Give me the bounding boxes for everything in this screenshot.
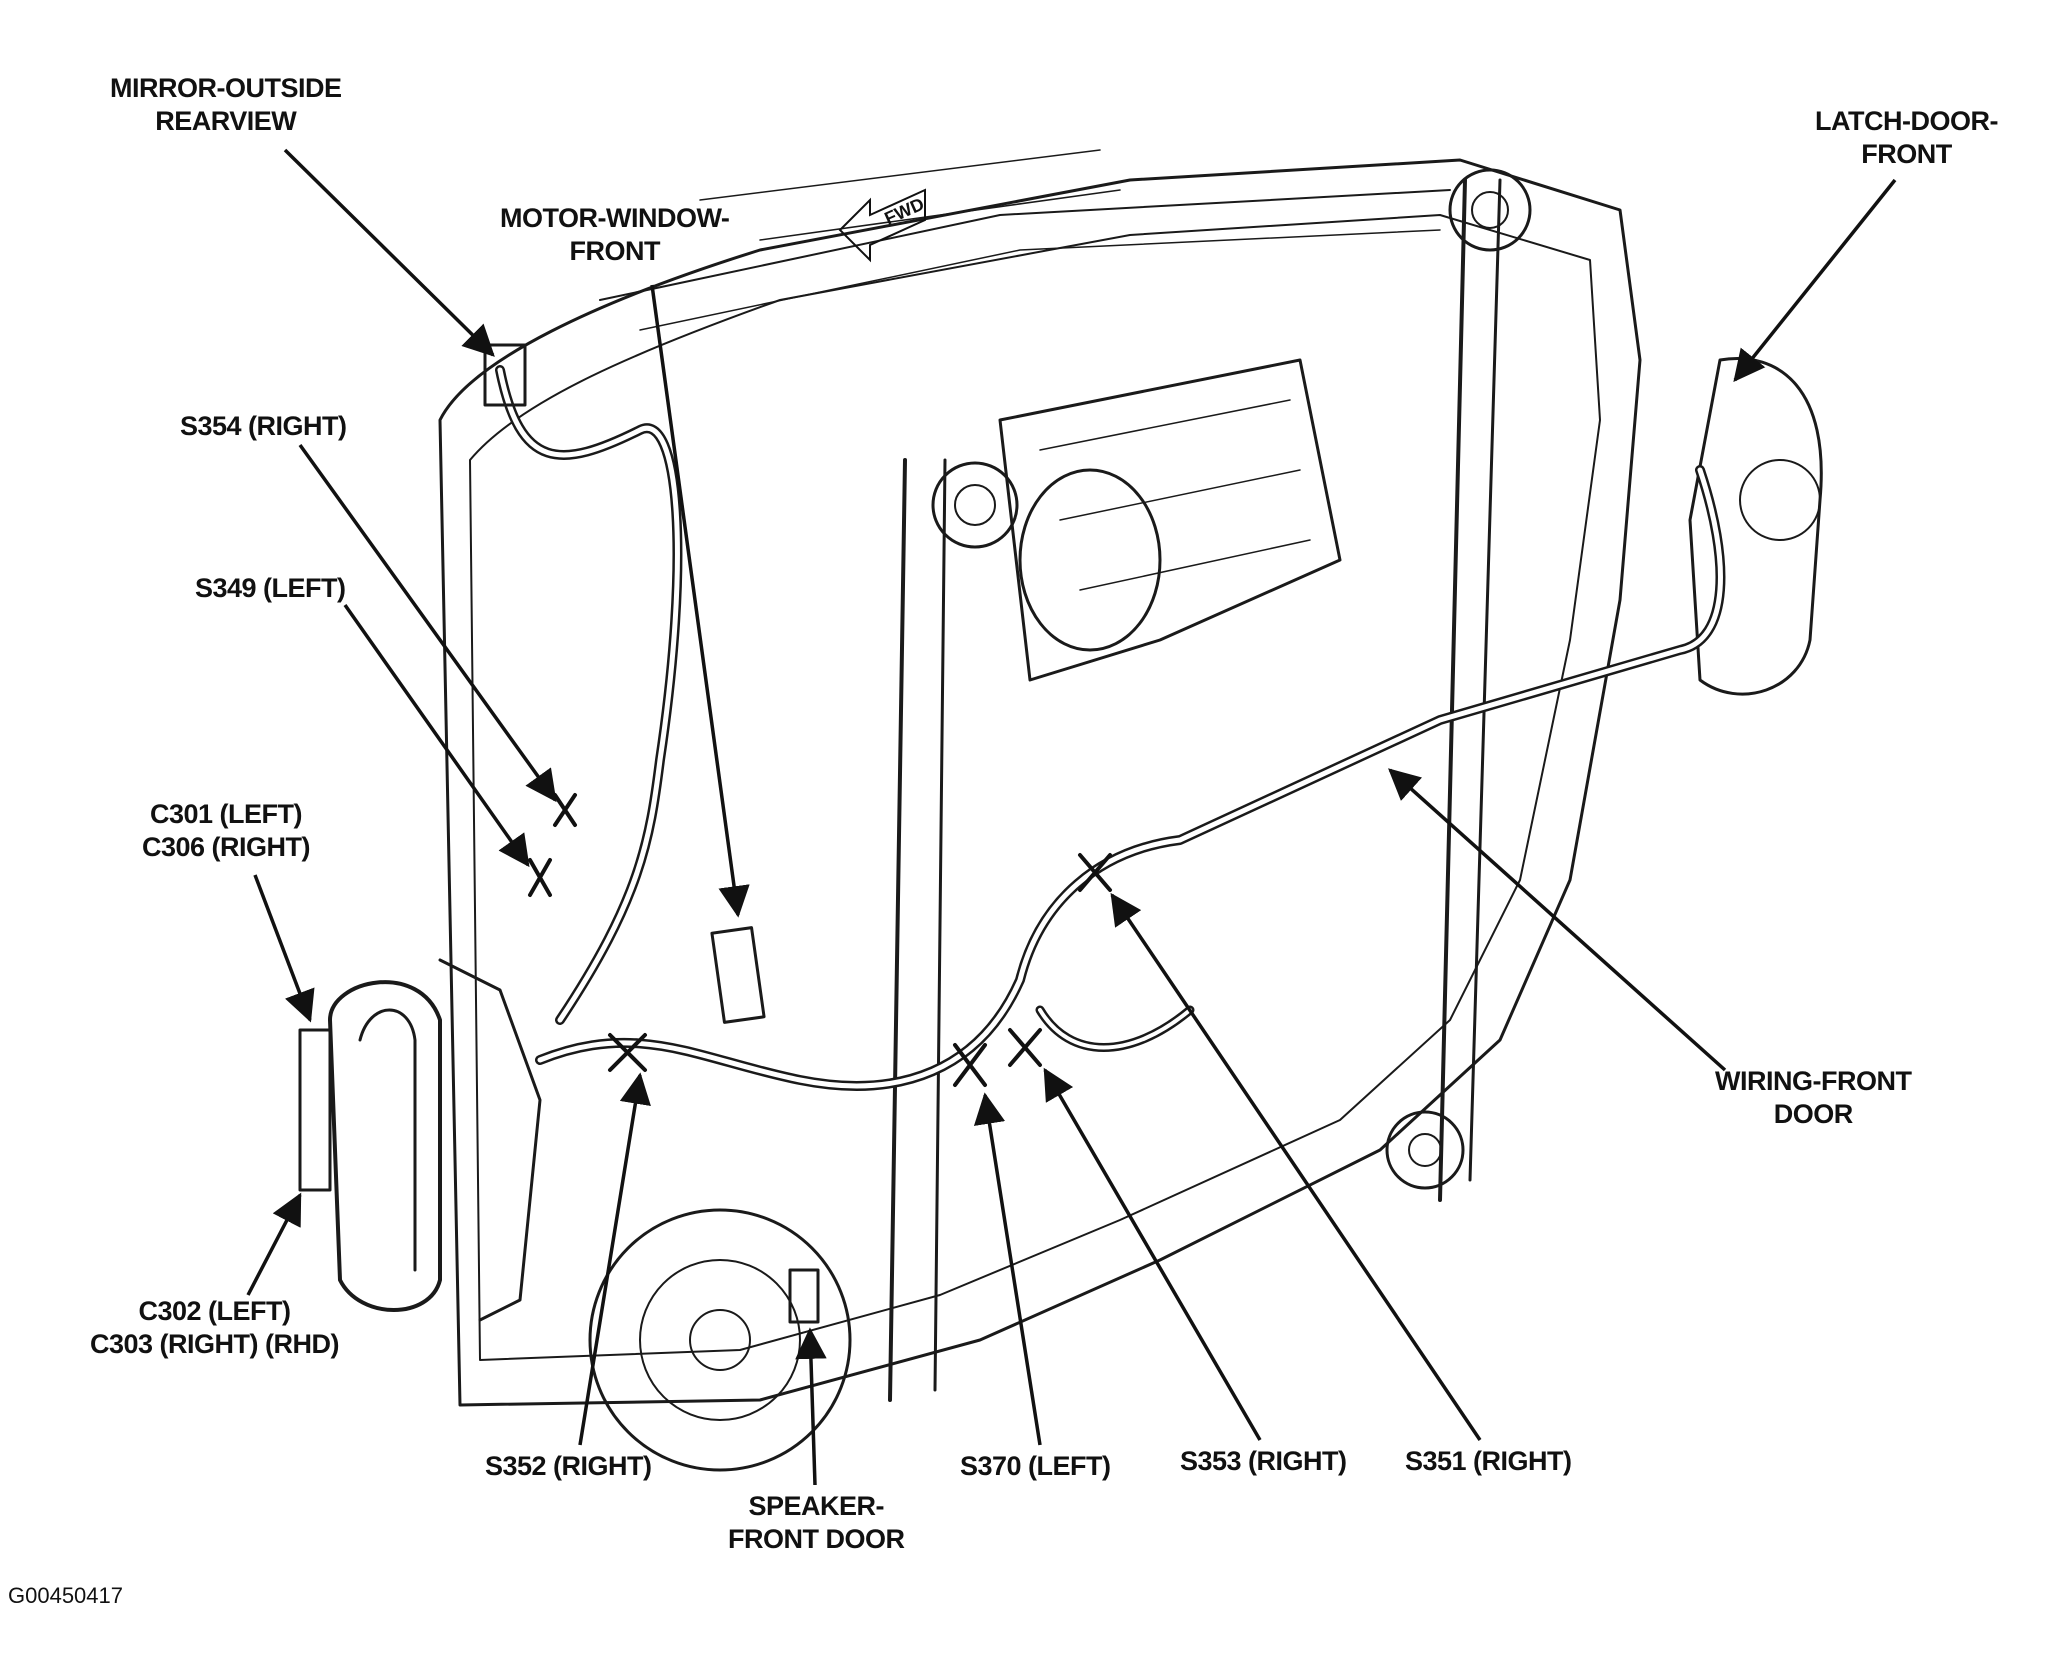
label-c301: C301 (LEFT) — [150, 799, 303, 829]
leader-s352 — [578, 1072, 651, 1446]
label-wiring-line2: DOOR — [1773, 1099, 1854, 1129]
door-shell — [438, 158, 1642, 1407]
mirror-connector — [483, 343, 527, 407]
leader-s370 — [973, 1092, 1042, 1446]
label-speaker-front-door: SPEAKER- FRONT DOOR — [728, 1490, 905, 1556]
label-c303: C303 (RIGHT) (RHD) — [90, 1329, 340, 1359]
label-c302: C302 (LEFT) — [138, 1296, 291, 1326]
label-c306: C306 (RIGHT) — [142, 832, 311, 862]
splice-mark-s354 — [553, 793, 577, 827]
latch-body — [1688, 357, 1823, 696]
mounting-bracket — [438, 958, 542, 1322]
splice-mark-s370 — [953, 1043, 987, 1087]
window-motor — [998, 358, 1342, 682]
label-s354-right: S354 (RIGHT) — [180, 411, 347, 441]
motor-connector — [710, 926, 766, 1024]
label-mirror-line1: MIRROR-OUTSIDE — [110, 73, 342, 103]
leader-s351 — [1110, 892, 1482, 1441]
leader-c302 — [246, 1192, 302, 1296]
regulator-rail-right — [1438, 178, 1467, 1202]
regulator-rail-left — [888, 458, 907, 1402]
splice-mark-s352 — [608, 1033, 647, 1072]
label-s351-right: S351 (RIGHT) — [1405, 1446, 1572, 1476]
label-latch-line1: LATCH-DOOR- — [1815, 106, 1998, 136]
splice-mark-s349 — [528, 858, 552, 897]
pulley-top-right — [1448, 168, 1532, 252]
label-wiring-line1: WIRING-FRONT — [1715, 1066, 1912, 1096]
label-s370-left: S370 (LEFT) — [960, 1451, 1111, 1481]
label-c301-c306: C301 (LEFT) C306 (RIGHT) — [142, 798, 311, 864]
label-s349-left: S349 (LEFT) — [195, 573, 346, 603]
splice-mark-s351 — [1078, 853, 1112, 892]
pulley-top-left — [931, 461, 1019, 549]
wiring-harness — [495, 365, 683, 1025]
pulley-bottom-right — [1385, 1110, 1465, 1190]
label-s353-right: S353 (RIGHT) — [1180, 1446, 1347, 1476]
leader-wiring — [1388, 768, 1727, 1072]
label-s352-right: S352 (RIGHT) — [485, 1451, 652, 1481]
leader-mirror — [283, 148, 495, 357]
label-motor-window-line1: MOTOR-WINDOW- — [500, 203, 730, 233]
label-c302-c303: C302 (LEFT) C303 (RIGHT) (RHD) — [90, 1295, 340, 1361]
label-motor-window-line2: FRONT — [569, 236, 660, 266]
fwd-arrow: FWD — [838, 188, 927, 263]
leader-s353 — [1043, 1067, 1262, 1441]
leader-latch — [1733, 178, 1897, 383]
leader-speaker — [795, 1327, 827, 1486]
label-latch-door-front: LATCH-DOOR- FRONT — [1815, 105, 1998, 171]
leader-c301 — [253, 874, 315, 1023]
label-speaker-line2: FRONT DOOR — [728, 1524, 905, 1554]
label-speaker-line1: SPEAKER- — [748, 1491, 885, 1521]
label-wiring-front-door: WIRING-FRONT DOOR — [1715, 1065, 1912, 1131]
label-mirror-line2: REARVIEW — [155, 106, 297, 136]
leader-motor-window — [650, 284, 750, 918]
leader-s349 — [343, 603, 530, 868]
figure-id: G00450417 — [8, 1583, 123, 1608]
label-mirror-outside-rearview: MIRROR-OUTSIDE REARVIEW — [110, 72, 342, 138]
splice-mark-s353 — [1008, 1028, 1042, 1067]
glass-channel — [599, 189, 1451, 301]
label-motor-window-front: MOTOR-WINDOW- FRONT — [500, 202, 730, 268]
speaker — [588, 1208, 852, 1472]
label-latch-line2: FRONT — [1861, 139, 1952, 169]
speaker-connector — [788, 1268, 820, 1324]
door-connector-blocks — [298, 1028, 332, 1192]
leader-s354 — [298, 443, 557, 803]
door-grommet — [328, 980, 442, 1312]
